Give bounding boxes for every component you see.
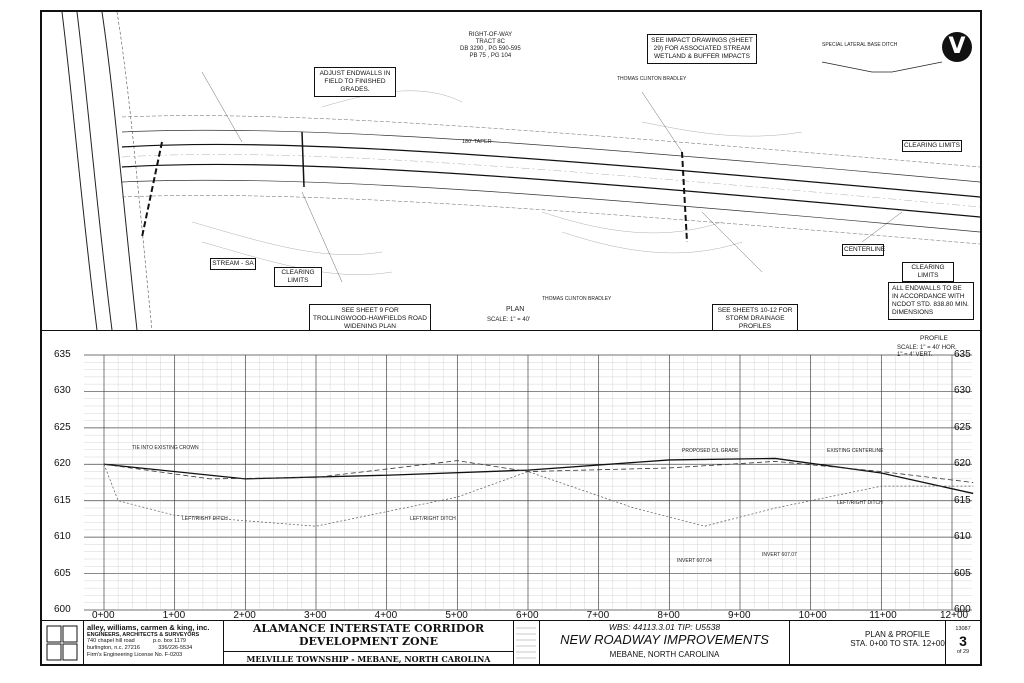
firm-address-1: 740 chapel hill road p.o. box 1179 — [87, 638, 186, 644]
invert-label-1: INVERT 607.04 — [677, 558, 712, 564]
firm-info-cell: alley, williams, carmen & king, inc. ENG… — [84, 620, 224, 666]
owner-label-top: THOMAS CLINTON BRADLEY — [617, 76, 687, 82]
elevation-tick-left: 600 — [54, 604, 71, 615]
plan-label: PLAN — [506, 306, 525, 313]
elevation-tick-right: 615 — [954, 494, 971, 506]
title-block: alley, williams, carmen & king, inc. ENG… — [42, 620, 980, 666]
station-tick: 12+00 — [940, 610, 969, 621]
elevation-tick-left: 630 — [54, 385, 71, 397]
ditch-label-2: LEFT/RIGHT DITCH — [837, 500, 883, 506]
special-ditch-label: SPECIAL LATERAL BASE DITCH — [822, 42, 898, 48]
firm-address-2: burlington, n.c. 27216 336/226-5534 — [87, 645, 193, 651]
station-tick: 0+00 — [92, 610, 115, 621]
clearing-limits-right: CLEARING LIMITS — [902, 140, 962, 152]
elevation-tick-left: 620 — [54, 458, 71, 470]
tie-into-existing-label: TIE INTO EXISTING CROWN — [132, 445, 199, 451]
profile-grid — [84, 354, 974, 611]
elevation-tick-right: 605 — [954, 567, 971, 579]
invert-label-2: INVERT 607.07 — [762, 552, 797, 558]
sheet-title-cell: PLAN & PROFILE STA. 0+00 TO STA. 12+00 — [850, 620, 946, 666]
station-tick: 7+00 — [586, 610, 610, 621]
job-number: 13087 — [955, 626, 971, 632]
project-location: MELVILLE TOWNSHIP - MEBANE, NORTH CAROLI… — [224, 651, 513, 664]
profile-label: PROFILE — [920, 335, 948, 342]
station-tick: 4+00 — [374, 610, 398, 621]
firm-logo-cell — [42, 620, 84, 666]
station-tick: 8+00 — [657, 610, 680, 621]
north-arrow-icon: V — [942, 32, 972, 62]
clearing-limits-bottom: CLEARING LIMITS — [902, 262, 954, 282]
stream-label: STREAM - SA — [210, 258, 256, 270]
improvements-cell: WBS: 44113.3.01 TIP: U5538 NEW ROADWAY I… — [540, 620, 790, 666]
project-title-1: ALAMANCE INTERSTATE CORRIDOR — [252, 622, 485, 635]
profile-view: PROFILE SCALE: 1" = 40' HOR. 1" = 4' VER… — [42, 330, 980, 621]
city-label: MEBANE, NORTH CAROLINA — [609, 650, 720, 659]
right-of-way-label: RIGHT-OF-WAY TRACT 8C DB 3290 , PG 590-5… — [460, 32, 521, 59]
wbs-tip: WBS: 44113.3.01 TIP: U5538 — [608, 622, 721, 632]
plan-view: RIGHT-OF-WAY TRACT 8C DB 3290 , PG 590-5… — [42, 12, 980, 331]
project-cell: ALAMANCE INTERSTATE CORRIDOR DEVELOPMENT… — [224, 620, 514, 666]
elevation-tick-left: 625 — [54, 421, 71, 433]
profile-scale: SCALE: 1" = 40' HOR. 1" = 4' VERT. — [897, 345, 957, 358]
impact-drawings-note: SEE IMPACT DRAWINGS (SHEET 29) FOR ASSOC… — [647, 34, 757, 64]
storm-drainage-note: SEE SHEETS 10-12 FOR STORM DRAINAGE PROF… — [712, 304, 798, 330]
station-tick: 5+00 — [445, 610, 468, 621]
clearing-limits-left: CLEARING LIMITS — [274, 267, 322, 287]
station-tick: 2+00 — [233, 610, 256, 621]
sheet-title-1: PLAN & PROFILE — [865, 630, 930, 639]
station-tick: 10+00 — [798, 610, 827, 621]
improvements-title: NEW ROADWAY IMPROVEMENTS — [560, 632, 769, 647]
ditch-label-3: LEFT/RIGHT DITCH — [182, 516, 228, 522]
elevation-tick-right: 625 — [954, 421, 971, 433]
elevation-tick-right: 600 — [954, 604, 971, 615]
elevation-tick-right: 630 — [954, 385, 971, 397]
project-title-2: DEVELOPMENT ZONE — [298, 635, 439, 648]
station-tick: 1+00 — [162, 610, 186, 621]
taper-label: 180' TAPER — [462, 139, 492, 145]
existing-centerline-label: EXISTING CENTERLINE — [827, 448, 884, 454]
sheet-number-cell: 13087 3 of 29 — [946, 620, 980, 666]
owner-label-bottom: THOMAS CLINTON BRADLEY — [542, 296, 612, 302]
drawing-sheet: RIGHT-OF-WAY TRACT 8C DB 3290 , PG 590-5… — [40, 10, 982, 666]
adjust-endwalls-note: ADJUST ENDWALLS IN FIELD TO FINISHED GRA… — [314, 67, 396, 97]
endwall-std-note: ALL ENDWALLS TO BE IN ACCORDANCE WITH NC… — [888, 282, 974, 320]
elevation-tick-left: 610 — [54, 531, 71, 543]
firm-name: alley, williams, carmen & king, inc. — [87, 623, 210, 632]
revisions-cell — [514, 620, 540, 666]
ditch-label-1: LEFT/RIGHT DITCH — [410, 516, 456, 522]
elevation-tick-left: 615 — [54, 494, 71, 506]
station-tick: 3+00 — [304, 610, 327, 621]
elevation-tick-right: 610 — [954, 531, 971, 543]
elevation-tick-right: 635 — [954, 349, 971, 360]
station-tick: 11+00 — [869, 610, 897, 621]
firm-logo-icon — [46, 625, 78, 661]
plan-scale: SCALE: 1" = 40' — [487, 317, 531, 323]
station-tick: 6+00 — [516, 610, 539, 621]
proposed-grade-label: PROPOSED C/L GRADE — [682, 448, 739, 454]
elevation-tick-right: 620 — [954, 458, 971, 470]
sheet-total: of 29 — [956, 649, 970, 655]
elevation-tick-left: 635 — [54, 349, 71, 360]
firm-subtitle: ENGINEERS, ARCHITECTS & SURVEYORS — [87, 632, 200, 638]
station-tick: 9+00 — [728, 610, 751, 621]
trollingwood-note: SEE SHEET 9 FOR TROLLINGWOOD-HAWFIELDS R… — [309, 304, 431, 330]
firm-license: Firm's Engineering License No. F-0203 — [87, 652, 183, 658]
sheet-number: 3 — [959, 633, 967, 649]
elevation-tick-left: 605 — [54, 567, 71, 579]
centerline-label: CENTERLINE — [842, 244, 885, 256]
sheet-title-2: STA. 0+00 TO STA. 12+00 — [850, 639, 945, 648]
